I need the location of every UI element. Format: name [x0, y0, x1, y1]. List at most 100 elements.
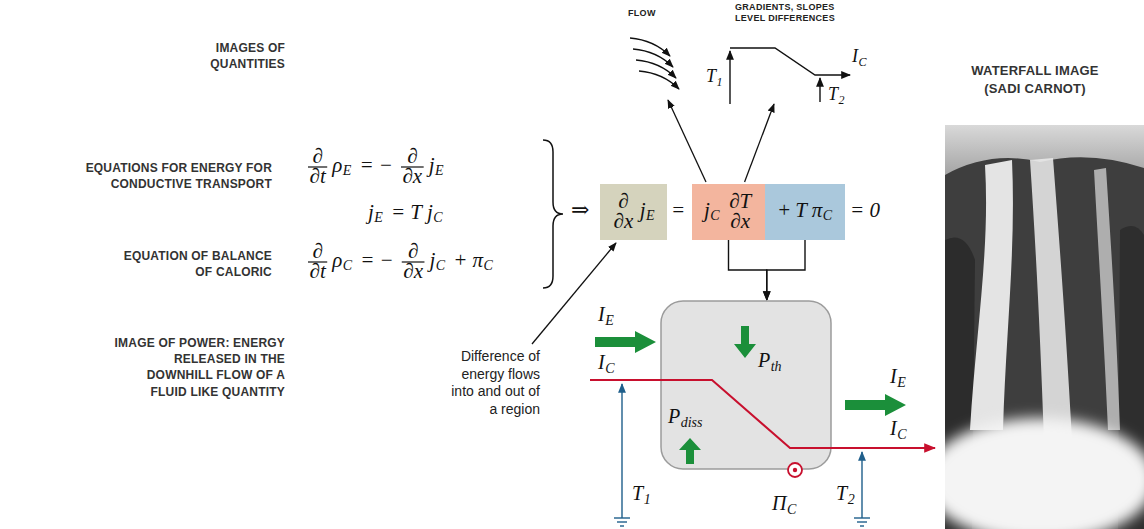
production-dot [793, 468, 797, 472]
equation-term: C [484, 259, 493, 273]
equation-term: + [777, 200, 791, 221]
current-label: C [897, 428, 906, 442]
current-label: I [890, 366, 897, 386]
leader-arrow [745, 104, 774, 182]
equation-term: ∂ [407, 146, 417, 167]
ground-bar [614, 517, 630, 518]
leader-arrow [532, 243, 616, 344]
equation-term: C [823, 209, 832, 223]
equation-term: ∂ [312, 146, 322, 167]
annotation: Difference of energy flows into and out … [440, 348, 540, 418]
caloric-fall-line [658, 380, 834, 448]
equation-term: j [704, 200, 710, 221]
production-label: C [787, 503, 796, 517]
equation-term: ∂t [310, 261, 326, 282]
equation-term: E [374, 211, 383, 225]
equals-sign: = 0 [850, 200, 880, 221]
equation-term: ∂ [408, 241, 418, 262]
equation-term-box: +T πC [765, 184, 845, 240]
temperature-level-arrow [861, 452, 862, 518]
ground-symbol [854, 518, 870, 526]
power-label: diss [681, 416, 703, 430]
section-heading: EQUATIONS FOR ENERGY FOR CONDUCTIVE TRAN… [42, 160, 272, 192]
temperature-label: T [706, 67, 716, 85]
power-label: P [758, 350, 770, 370]
connector-arrow [767, 240, 805, 300]
equation-term: j [429, 155, 435, 176]
current-label: C [605, 362, 614, 376]
ground-bar [854, 517, 870, 518]
equation-term: C [710, 209, 719, 223]
equation-term: ∂ [618, 191, 628, 212]
equation-term: ∂ [312, 241, 322, 262]
implies-symbol: ⇒ [571, 199, 589, 221]
equation-term: E [435, 164, 444, 178]
caloric-current-line [830, 447, 935, 449]
energy-flow-arrow [595, 331, 656, 353]
spray-mist [945, 418, 1144, 529]
curly-brace [543, 140, 563, 288]
current-label: I [598, 304, 605, 324]
temperature-label: 2 [839, 94, 845, 106]
equation-term: ρ [332, 250, 342, 271]
section-heading: IMAGES OF QUANTITIES [155, 40, 285, 72]
flow-arrow [639, 71, 679, 89]
temperature-level-arrow [621, 384, 622, 518]
production-symbol [788, 463, 802, 477]
waterfall-photo [945, 125, 1144, 529]
water-fall [970, 160, 1013, 430]
equation-term: + π [453, 250, 483, 271]
equation-term: ρ [332, 155, 342, 176]
ground-bar [857, 521, 867, 522]
connector-arrow [729, 240, 767, 300]
equation-term: = − [360, 250, 394, 271]
image-caption: GRADIENTS, SLOPES LEVEL DIFFERENCES [735, 2, 855, 25]
current-label: C [859, 56, 867, 68]
equation-term: E [646, 209, 655, 223]
equation-term: C [343, 259, 352, 273]
level-arrow [819, 78, 820, 102]
caloric-current-line [590, 379, 662, 381]
equation-term: ∂x [402, 166, 422, 187]
power-arrow [734, 326, 756, 358]
region-box: PthPdiss [660, 300, 832, 470]
current-label: I [598, 352, 605, 372]
equation-term: E [343, 164, 352, 178]
leader-arrow [668, 100, 706, 182]
level-arrow [729, 51, 730, 104]
ground-symbol [614, 518, 630, 526]
equation-term: ∂x [403, 261, 423, 282]
equals-sign: = [671, 200, 685, 221]
equation-term: j [368, 202, 374, 223]
equation-term: C [433, 211, 442, 225]
section-heading: IMAGE OF POWER: ENERGY RELEASED IN THE D… [110, 335, 285, 400]
temperature-label: T [836, 483, 847, 503]
equation-term: T π [795, 200, 822, 221]
temperature-label: 2 [848, 493, 855, 507]
equation-term: j [429, 250, 435, 271]
current-label: E [605, 314, 614, 328]
equation-term: ∂T [729, 191, 751, 212]
temperature-label: T [828, 85, 838, 103]
current-label: I [890, 418, 897, 438]
equation-term: ∂x [614, 211, 634, 232]
equation-term: = T j [391, 202, 433, 223]
temperature-label: 1 [717, 76, 723, 88]
production-label: Π [772, 493, 786, 513]
flow-arrows [630, 38, 679, 89]
energy-flow-arrow [845, 394, 906, 416]
current-label: E [897, 376, 906, 390]
ground-bar [617, 521, 627, 522]
water-fall [1030, 158, 1072, 440]
power-label: P [668, 406, 680, 426]
region-outline [660, 300, 832, 470]
power-arrow [679, 438, 701, 464]
equation-term: ∂t [310, 166, 326, 187]
gradient-figure [730, 48, 850, 104]
flow-arrow [630, 38, 670, 56]
region-shape [661, 301, 831, 469]
equation-term: j [640, 200, 646, 221]
ground-bar [620, 525, 624, 526]
